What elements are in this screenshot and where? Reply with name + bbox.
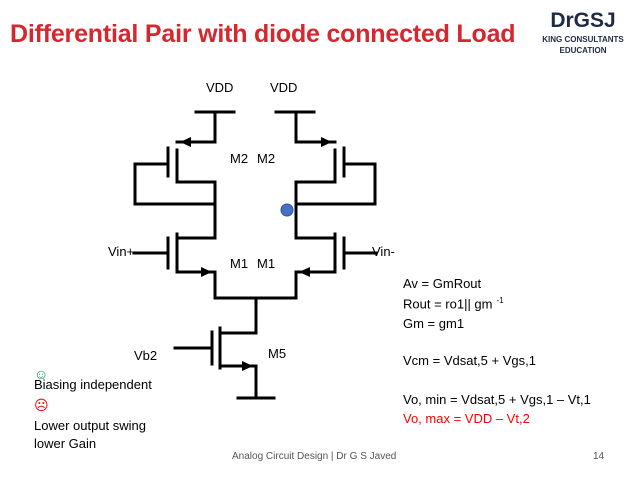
vin-plus-label: Vin+ (108, 244, 135, 259)
m5-arrow (242, 361, 253, 371)
pro-note: Biasing independent (34, 377, 152, 392)
brand-logo: DrGSJ KING CONSULTANTS EDUCATION (538, 8, 628, 56)
output-node-dot (280, 203, 294, 217)
m1-label-right: M1 (257, 256, 276, 271)
gain-equation: Av = GmRout (403, 276, 482, 291)
m5-label: M5 (268, 346, 287, 361)
m1-label-left: M1 (230, 256, 249, 271)
vcm-equation: Vcm = Vdsat,5 + Vgs,1 (403, 353, 536, 368)
m1-right-arrow (299, 267, 310, 277)
rout-equation: Rout = ro1|| gm-1 (403, 296, 504, 311)
rout-text: Rout = ro1|| gm (403, 296, 493, 312)
brand-name: DrGSJ (550, 9, 616, 32)
page-number: 14 (593, 451, 605, 462)
m2-label-right: M2 (257, 151, 276, 166)
smile-icon: ☺ (34, 366, 49, 382)
slide-title: Differential Pair with diode connected L… (10, 20, 516, 48)
frown-icon: ☹ (34, 397, 49, 413)
m1-left-arrow (201, 267, 212, 277)
con-note-1: Lower output swing (34, 418, 147, 433)
footer-text: Analog Circuit Design | Dr G S Javed (232, 451, 397, 462)
vb2-label: Vb2 (134, 348, 158, 363)
con-note-2: lower Gain (34, 436, 97, 451)
m2-label-left: M2 (230, 151, 249, 166)
gm-equation: Gm = gm1 (403, 316, 465, 331)
vdd-label-left: VDD (206, 80, 234, 95)
vo-min-equation: Vo, min = Vdsat,5 + Vgs,1 – Vt,1 (403, 392, 591, 407)
m2-left-arrow (180, 137, 191, 147)
vin-minus-label: Vin- (372, 244, 395, 259)
brand-subtitle: KING CONSULTANTS EDUCATION (542, 35, 624, 55)
vo-max-equation: Vo, max = VDD – Vt,2 (403, 411, 530, 426)
rout-superscript: -1 (496, 296, 504, 305)
m2-right-arrow (321, 137, 332, 147)
vdd-label-right: VDD (270, 80, 298, 95)
